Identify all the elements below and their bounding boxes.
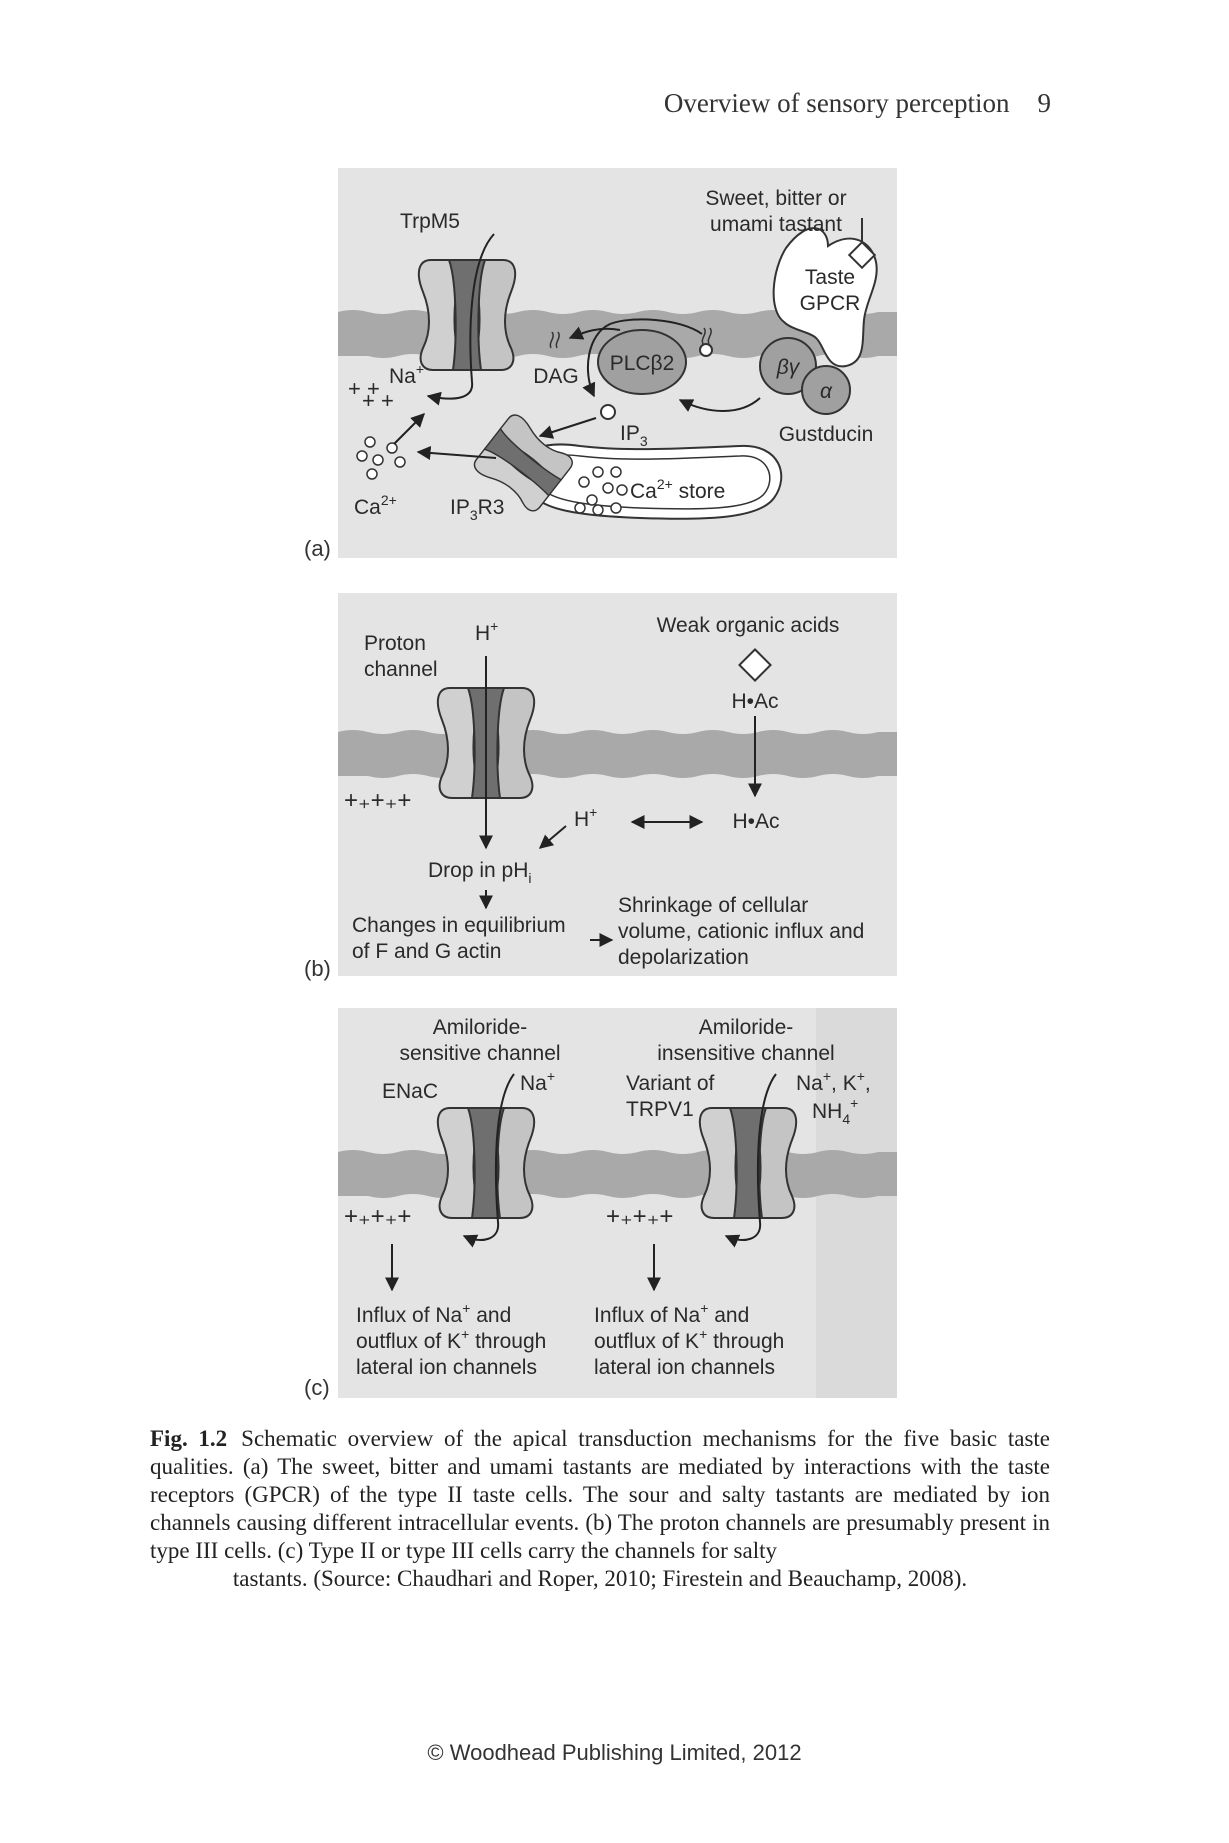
panel-b: Proton channel H+ Weak organic acids H•A… [338,593,897,976]
plc-to-dag-arrow [568,326,621,340]
trpv1-ions-line1: Na+, K+, [796,1068,871,1095]
hac-outside-label: H•Ac [731,690,778,713]
plc-label: PLCβ2 [610,352,675,375]
ca-activates-trpm5-arrow [393,413,425,445]
pip2-to-plc-arrow [582,318,703,398]
trpv1-ions-line2: NH4+ [812,1095,858,1127]
trpv1-channel-icon [698,1107,798,1219]
weak-acids-label: Weak organic acids [657,614,840,637]
amiloride-insensitive-line1: Amiloride- [699,1016,794,1039]
pip2-headgroup [699,343,713,357]
shrinkage-label-line1: Shrinkage of cellular [618,894,808,917]
panel-c-left-charges: +₊+₊+ [344,1203,411,1230]
caption-last-line: tastants. (Source: Chaudhari and Roper, … [232,1566,968,1591]
dag-tail [549,331,560,349]
enac-na-label: Na+ [520,1068,555,1095]
left-influx-line1: Influx of Na+ and [356,1300,511,1327]
beta-gamma-label: βγ [776,356,801,379]
changes-label-line2: of F and G actin [352,940,501,963]
trpm5-channel [417,259,517,371]
dag-label: DAG [533,365,579,388]
left-influx-line3: lateral ion channels [356,1356,537,1379]
trpv1-variant-line1: Variant of [626,1072,714,1095]
alpha-label: α [820,380,833,403]
page-number: 9 [1037,88,1052,118]
figure-label: Fig. 1.2 [150,1426,228,1451]
ip3-molecule [600,404,616,420]
ip3r3-label: IP3R3 [450,496,505,523]
panel-c-background [338,1008,897,1398]
panel-b-membrane [338,730,897,778]
panel-c-right-charges: +₊+₊+ [606,1203,673,1230]
drop-ph-label: Drop in pHi [428,859,532,886]
right-influx-line1: Influx of Na+ and [594,1300,749,1327]
shrinkage-label-line2: volume, cationic influx and [618,920,864,943]
panel-b-label: (b) [304,956,331,981]
gpcr-label-line1: Taste [805,266,855,289]
ip3-to-receptor-arrow [538,417,597,439]
ca-label: Ca2+ [354,492,397,519]
released-ca-ions [356,436,406,480]
panel-c-label: (c) [304,1375,330,1400]
ca-release-arrow [416,445,497,460]
panel-c: Amiloride- sensitive channel ENaC Na+ +₊… [338,1008,897,1398]
tastant-label-line2: umami tastant [710,213,842,236]
enac-na-flow-arrow [462,1073,515,1248]
header-title: Overview of sensory perception [663,88,1010,118]
panel-c-right-shade [816,1008,897,1398]
panel-b-background [338,593,897,976]
shrinkage-label-line3: depolarization [618,946,749,969]
gustducin-label: Gustducin [779,423,874,446]
gustducin-alpha [801,365,851,415]
dissociated-h-arrow [538,825,567,849]
dissociated-h-label: H+ [574,804,597,831]
gustducin-to-plc-arrow [678,397,761,412]
right-influx-line3: lateral ion channels [594,1356,775,1379]
left-influx-line2: outflux of K+ through [356,1326,546,1353]
trpm5-label: TrpM5 [400,210,460,233]
ip3-label: IP3 [620,422,648,449]
gustducin-beta-gamma [759,337,817,395]
trpv1-variant-line2: TRPV1 [626,1098,694,1121]
panel-a: Taste GPCR Sweet, bitter or umami tastan… [338,168,897,558]
trpm5-na-label: Na+ [389,361,424,388]
panel-b-positive-charges: +₊+₊+ [344,787,411,814]
enac-channel-icon [436,1107,536,1219]
proton-h-label: H+ [475,618,498,645]
enac-label: ENaC [382,1080,438,1103]
hac-inside-label: H•Ac [732,810,779,833]
changes-label-line1: Changes in equilibrium [352,914,566,937]
tastant-label-line1: Sweet, bitter or [705,187,846,210]
trpv1-ion-flow-arrow [724,1073,777,1248]
weak-acid-diamond [738,648,772,682]
taste-gpcr-receptor [772,227,878,368]
stored-ca-ions [574,466,628,516]
tastant-diamond [847,240,877,270]
amiloride-insensitive-line2: insensitive channel [657,1042,834,1065]
panel-c-membrane [338,1150,897,1198]
trpm5-na-flow-arrow [426,233,495,406]
proton-channel-label-line1: Proton [364,632,426,655]
running-header: Overview of sensory perception 9 [664,88,1051,119]
panel-a-label: (a) [304,536,331,561]
panel-a-positive-charges-2: + + [362,388,394,413]
proton-channel-label-line2: channel [364,658,438,681]
amiloride-sensitive-line1: Amiloride- [433,1016,528,1039]
plc-beta2-enzyme [597,329,687,395]
ca-store-label: Ca2+ store [630,476,725,503]
gpcr-label-line2: GPCR [800,292,861,315]
caption-text: Schematic overview of the apical transdu… [150,1426,1050,1563]
pip2-tail [701,327,712,345]
copyright-footer: © Woodhead Publishing Limited, 2012 [427,1740,802,1765]
right-influx-line2: outflux of K+ through [594,1326,784,1353]
panel-a-positive-charges: + + [348,376,380,401]
amiloride-sensitive-line2: sensitive channel [399,1042,560,1065]
